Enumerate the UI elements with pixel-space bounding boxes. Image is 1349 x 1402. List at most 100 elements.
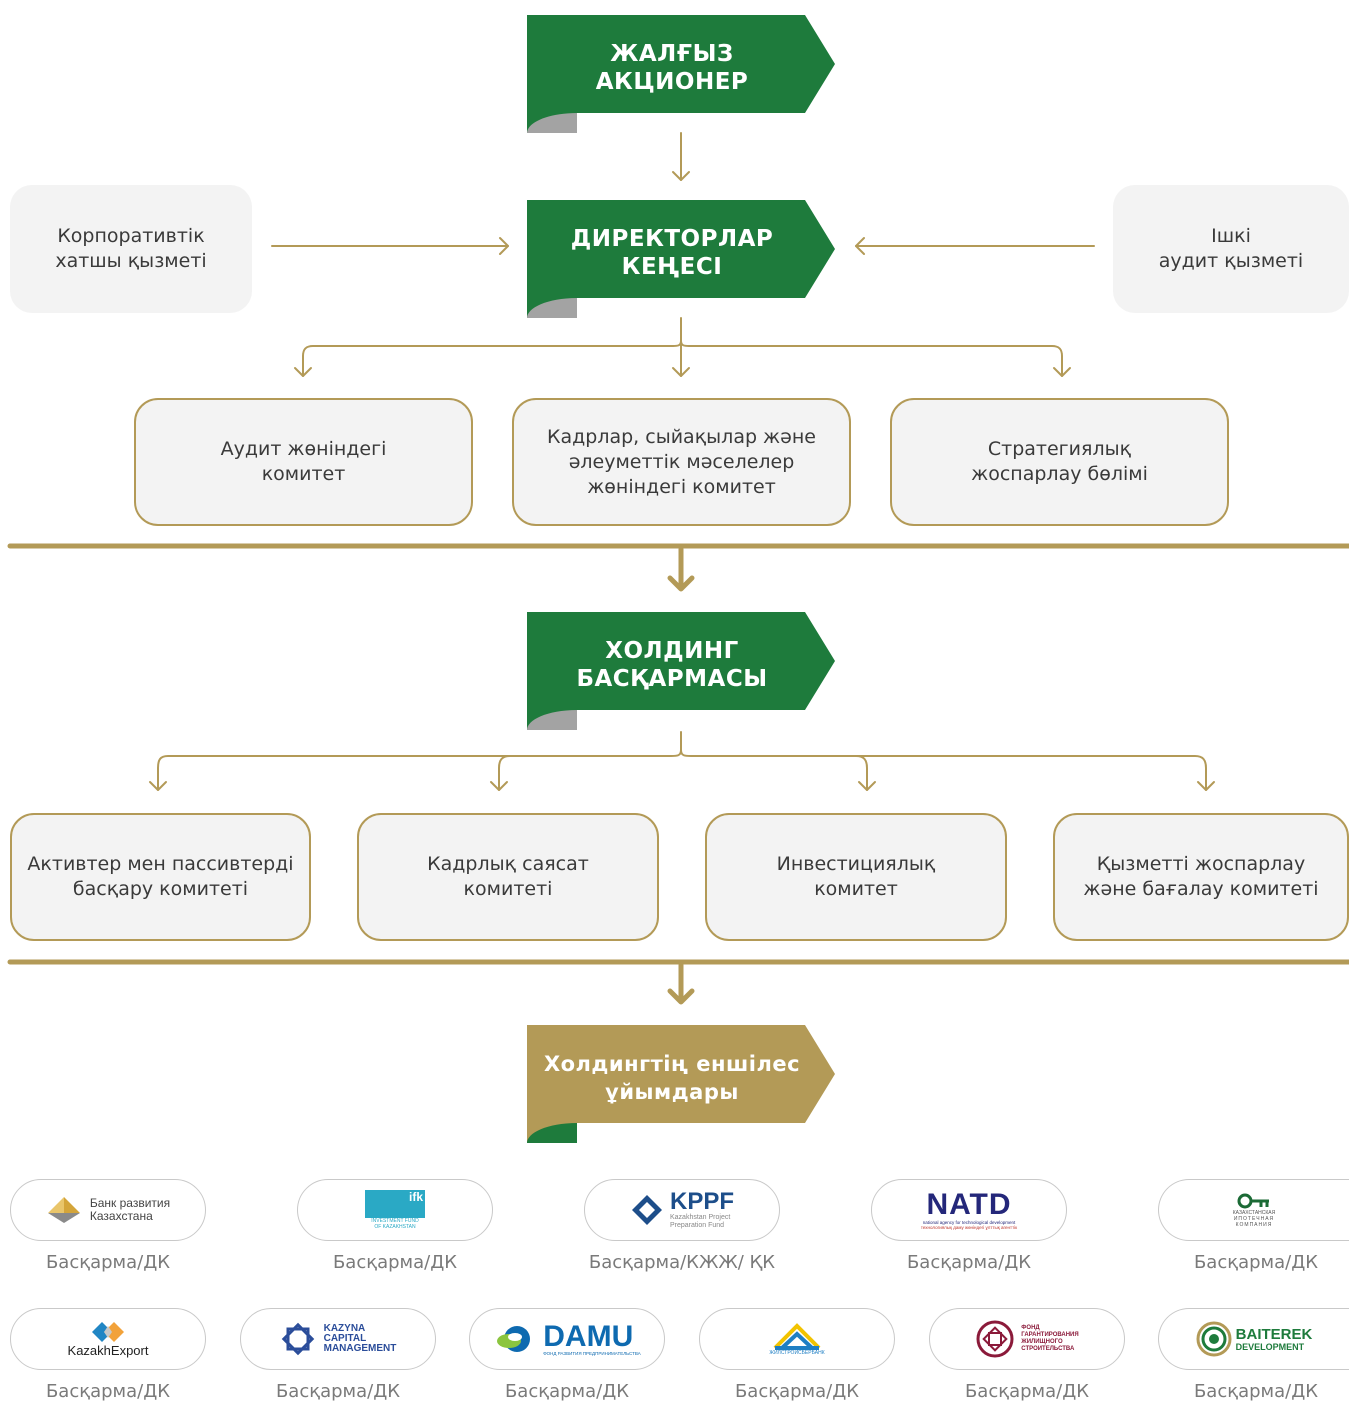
hr-committee-line3: жөніндегі комитет xyxy=(587,475,776,498)
hr-policy-line1: Кадрлық саясат xyxy=(427,853,589,875)
bank-razvitiya-text2: Казахстана xyxy=(89,1209,153,1223)
ifk-text3: OF KAZAKHSTAN xyxy=(374,1224,416,1230)
logo-baiterek-development: BAITEREK DEVELOPMENT xyxy=(1158,1308,1349,1370)
damu-text2: ФОНД РАЗВИТИЯ ПРЕДПРИНИМАТЕЛЬСТВА xyxy=(543,1350,641,1356)
kppf-text3: Preparation Fund xyxy=(669,1222,725,1229)
logo-kppf: KPPF Kazakhstan Project Preparation Fund xyxy=(584,1179,780,1241)
kppf-icon xyxy=(631,1195,662,1225)
label-fgzhs: Басқарма/ДК xyxy=(964,1381,1090,1402)
arrow-board-to-audit-committee xyxy=(302,340,682,377)
board-line2: КЕҢЕСІ xyxy=(621,254,723,280)
arrow-mgmt-to-hr-policy xyxy=(498,755,511,791)
hr-policy-committee-box: Кадрлық саясат комитеті xyxy=(357,813,659,941)
logo-kazakhexport: KazakhExport xyxy=(10,1308,206,1370)
label-ifk: Басқарма/ДК xyxy=(332,1252,458,1273)
arrow-mgmt-to-planning xyxy=(680,749,1207,791)
key-icon xyxy=(1237,1193,1269,1209)
kazyna-text3: MANAGEMENT xyxy=(323,1343,397,1354)
fgzhs-text1: ФОНД xyxy=(1021,1325,1040,1331)
hr-committee-line2: әлеуметтік мәселелер xyxy=(568,450,795,473)
kazakhexport-icon xyxy=(92,1322,124,1342)
audit-committee-line2: комитет xyxy=(261,463,346,485)
label-kppf: Басқарма/КЖЖ/ ҚК xyxy=(588,1252,776,1273)
fgzhs-icon xyxy=(976,1320,1014,1358)
strategic-planning-line1: Стратегиялық xyxy=(987,438,1132,460)
natd-text2: national agency for technological develo… xyxy=(922,1220,1016,1225)
baiterek-text1: BAITEREK xyxy=(1235,1325,1313,1343)
shareholder-line1: ЖАЛҒЫЗ xyxy=(610,41,734,67)
logo-kik: КАЗАХСТАНСКАЯ ИПОТЕЧНАЯ КОМПАНИЯ xyxy=(1158,1179,1349,1241)
kik-text2: ИПОТЕЧНАЯ xyxy=(1233,1216,1275,1222)
ifk-icon: ifk xyxy=(365,1190,425,1218)
alco-line2: басқару комитеті xyxy=(72,878,249,900)
bank-razvitiya-text1: Банк развития xyxy=(89,1196,171,1210)
internal-audit-box: Ішкі аудит қызметі xyxy=(1113,185,1349,313)
label-kazakhexport: Басқарма/ДК xyxy=(45,1381,171,1402)
natd-text3: технологиялық даму жөніндегі ұлттық аген… xyxy=(920,1225,1018,1230)
logo-natd: NATD national agency for technological d… xyxy=(871,1179,1067,1241)
hr-committee-line1: Кадрлар, сыйақылар және xyxy=(547,425,816,448)
label-baiterek-development: Басқарма/ДК xyxy=(1193,1381,1319,1402)
baiterek-icon xyxy=(1196,1321,1232,1357)
zhilstroy-text1: ЖИЛСТРОЙСБЕРБАНК xyxy=(769,1350,825,1356)
kik-text3: КОМПАНИЯ xyxy=(1235,1222,1273,1228)
kppf-text2: Kazakhstan Project xyxy=(669,1214,731,1221)
damu-text1: DAMU xyxy=(543,1319,634,1353)
label-kik: Басқарма/ДК xyxy=(1193,1252,1319,1273)
management-line1: ХОЛДИНГ xyxy=(605,638,739,664)
ifk-text2: INVESTMENT FUND xyxy=(371,1218,419,1224)
natd-icon: NATD xyxy=(926,1188,1012,1221)
kazyna-text1: KAZYNA xyxy=(323,1323,366,1334)
audit-committee-box: Аудит жөніндегі комитет xyxy=(134,398,473,526)
strategic-planning-box: Стратегиялық жоспарлау бөлімі xyxy=(890,398,1229,526)
alco-line1: Активтер мен пассивтерді xyxy=(27,853,294,875)
arrow-mgmt-to-investment xyxy=(855,755,868,791)
kazyna-icon xyxy=(281,1322,314,1356)
bank-razvitiya-icon xyxy=(47,1197,80,1223)
audit-committee-line1: Аудит жөніндегі xyxy=(220,438,387,460)
investment-committee-box: Инвестициялық комитет xyxy=(705,813,1007,941)
fgzhs-text2: ГАРАНТИРОВАНИЯ xyxy=(1021,1332,1079,1338)
zhilstroy-icon xyxy=(773,1323,821,1350)
internal-audit-line1: Ішкі xyxy=(1211,225,1251,247)
logo-damu: DAMU ФОНД РАЗВИТИЯ ПРЕДПРИНИМАТЕЛЬСТВА xyxy=(469,1308,665,1370)
shareholder-line2: АКЦИОНЕР xyxy=(595,69,749,95)
alco-committee-box: Активтер мен пассивтерді басқару комитеті xyxy=(10,813,311,941)
label-bank-razvitiya: Басқарма/ДК xyxy=(45,1252,171,1273)
kazakhexport-text1: KazakhExport xyxy=(67,1343,149,1358)
investment-line1: Инвестициялық xyxy=(776,853,936,875)
planning-line1: Қызметті жоспарлау xyxy=(1096,853,1306,875)
board-line1: ДИРЕКТОРЛАР xyxy=(570,226,774,252)
label-kazyna: Басқарма/ДК xyxy=(275,1381,401,1402)
corporate-secretary-line2: хатшы қызметі xyxy=(55,250,207,272)
management-line2: БАСҚАРМАСЫ xyxy=(576,666,768,692)
fgzhs-text3: ЖИЛИЩНОГО xyxy=(1021,1339,1063,1345)
baiterek-text2: DEVELOPMENT xyxy=(1235,1341,1305,1352)
arrow-mgmt-to-alco xyxy=(157,749,682,791)
arrow-board-to-strategy xyxy=(680,340,1063,377)
kazyna-text2: CAPITAL xyxy=(323,1333,367,1344)
hr-policy-line2: комитеті xyxy=(463,878,553,900)
planning-line2: және бағалау комитеті xyxy=(1083,878,1319,900)
fgzhs-text4: СТРОИТЕЛЬСТВА xyxy=(1021,1346,1075,1352)
kppf-text1: KPPF xyxy=(669,1188,734,1215)
ifk-text1: ifk xyxy=(408,1190,423,1204)
subsidiaries-line1: Холдингтің еншілес xyxy=(543,1052,801,1076)
label-damu: Басқарма/ДК xyxy=(504,1381,630,1402)
internal-audit-line2: аудит қызметі xyxy=(1158,250,1304,272)
logo-zhilstroy: ЖИЛСТРОЙСБЕРБАНК xyxy=(699,1308,895,1370)
label-natd: Басқарма/ДК xyxy=(906,1252,1032,1273)
damu-icon xyxy=(497,1326,531,1352)
strategic-planning-line2: жоспарлау бөлімі xyxy=(971,463,1148,485)
investment-line2: комитет xyxy=(814,878,898,900)
